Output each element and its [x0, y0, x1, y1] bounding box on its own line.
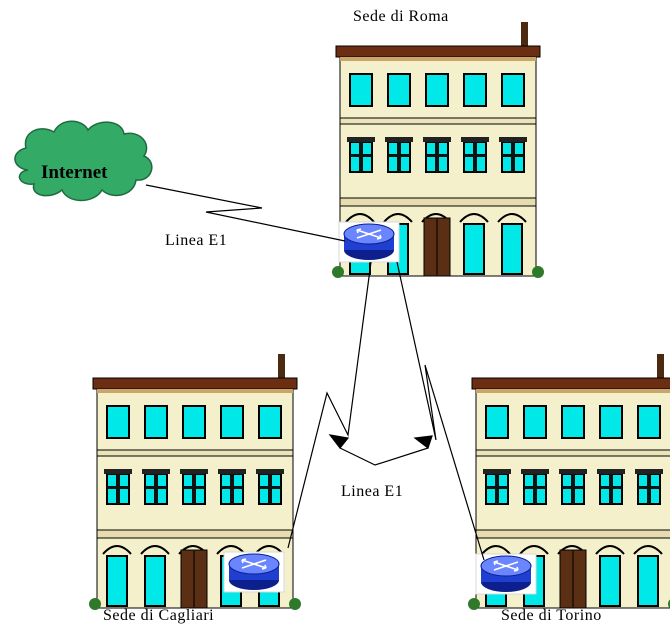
- internet-cloud-icon: [14, 120, 153, 202]
- link-label-internet: Linea E1: [165, 232, 228, 249]
- link-roma-torino: [396, 261, 485, 561]
- router-cagliari-icon: [223, 551, 285, 593]
- internet-label: Internet: [41, 162, 108, 183]
- router-torino-icon: [475, 553, 537, 595]
- link-cagliari-torino: [339, 447, 429, 466]
- link-label-wan: Linea E1: [341, 483, 404, 500]
- link-roma-cagliari: [287, 261, 372, 549]
- site-label-roma: Sede di Roma: [353, 8, 449, 25]
- site-label-torino: Sede di Torino: [501, 607, 602, 624]
- site-label-cagliari: Sede di Cagliari: [103, 607, 215, 624]
- router-roma-icon: [338, 221, 400, 263]
- link-internet-roma: [145, 184, 346, 242]
